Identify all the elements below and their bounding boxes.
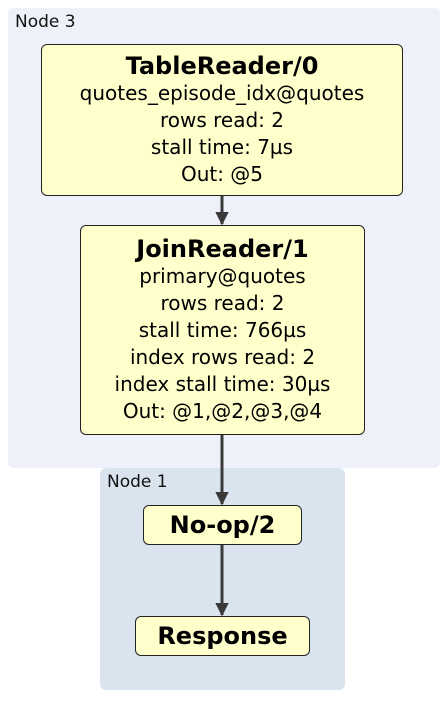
processor-title: JoinReader/1: [136, 235, 309, 263]
processor-detail: rows read: 2: [160, 291, 285, 315]
cluster-node-3-label: Node 3: [15, 12, 76, 32]
processor-detail: Out: @5: [180, 162, 264, 186]
processor-detail: rows read: 2: [159, 108, 284, 132]
processor-detail: stall time: 7µs: [150, 135, 294, 159]
processor-title: Response: [157, 622, 288, 650]
processor-detail: primary@quotes: [139, 264, 306, 288]
processor-detail: Out: @1,@2,@3,@4: [122, 399, 323, 423]
processor-noop: No-op/2: [143, 505, 302, 545]
processor-title: TableReader/0: [125, 52, 319, 80]
processor-title: No-op/2: [169, 511, 276, 539]
processor-detail: quotes_episode_idx@quotes: [79, 81, 365, 105]
cluster-node-1-label: Node 1: [107, 472, 168, 492]
processor-detail: index rows read: 2: [129, 345, 316, 369]
processor-detail: stall time: 766µs: [138, 318, 307, 342]
processor-detail: index stall time: 30µs: [114, 372, 331, 396]
processor-table-reader: TableReader/0 quotes_episode_idx@quotes …: [41, 44, 403, 196]
processor-response: Response: [135, 616, 310, 656]
processor-join-reader: JoinReader/1 primary@quotes rows read: 2…: [80, 225, 365, 435]
